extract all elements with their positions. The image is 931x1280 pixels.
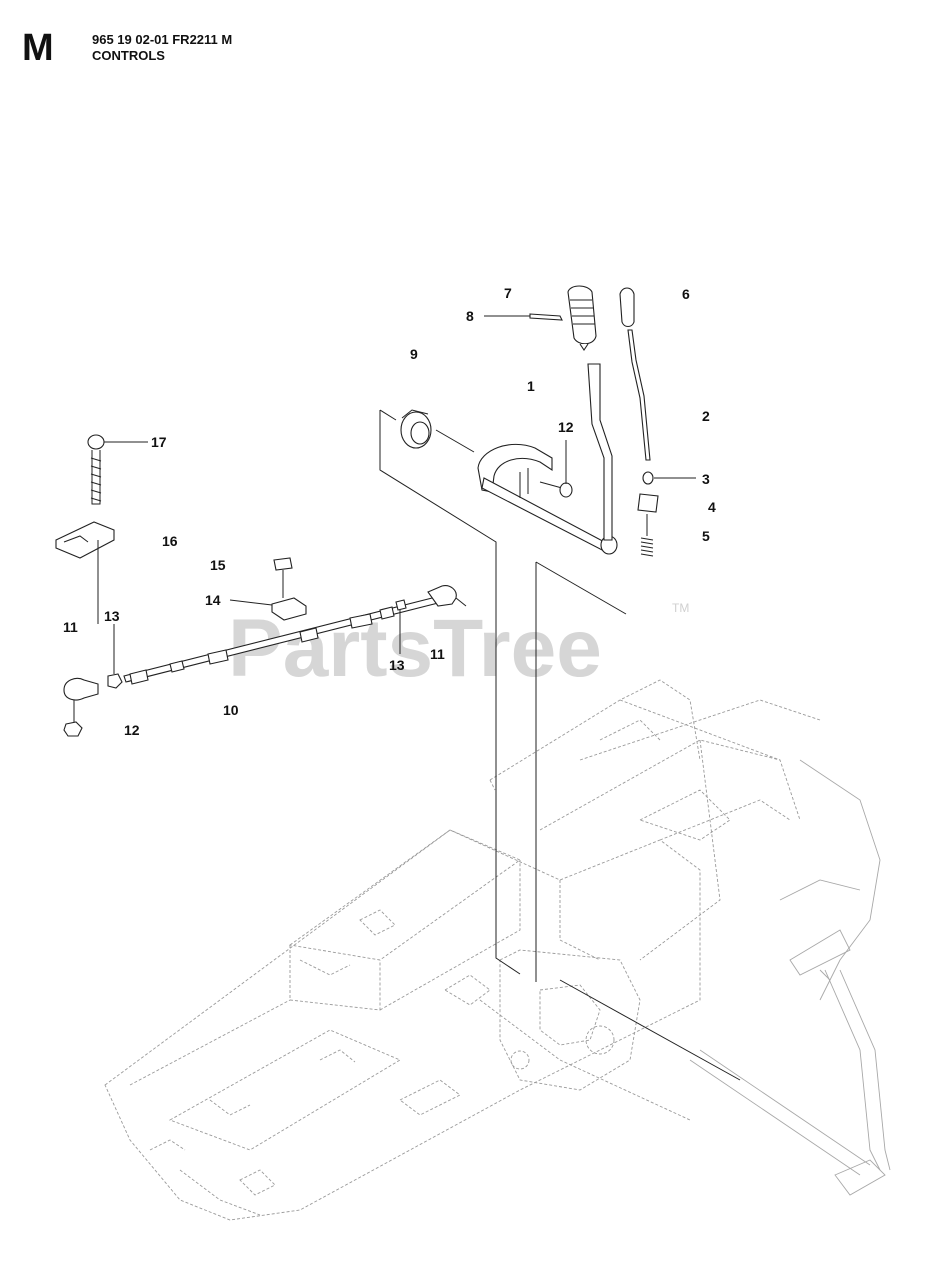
- callout-14: 14: [205, 592, 221, 608]
- model-number: 965 19 02-01 FR2211 M: [92, 32, 233, 47]
- callout-13-left: 13: [104, 608, 120, 624]
- callout-2: 2: [702, 408, 710, 424]
- callout-leaders: [104, 315, 696, 484]
- part-6-knob: [619, 287, 635, 328]
- callout-3: 3: [702, 471, 710, 487]
- diagram-title: CONTROLS: [92, 48, 165, 63]
- callout-11-left: 11: [63, 619, 78, 635]
- part-12-nut: [63, 721, 83, 737]
- callout-7: 7: [504, 285, 512, 301]
- part-14-clamp: [229, 597, 307, 621]
- lever-rod: [587, 363, 613, 541]
- callout-8: 8: [466, 308, 474, 324]
- mower-chassis-outline: [104, 679, 891, 1221]
- part-7-lever-knob: [567, 285, 597, 351]
- part-10-control-rod: [123, 595, 443, 685]
- callout-5: 5: [702, 528, 710, 544]
- part-11-ball-joint-left: [63, 677, 99, 722]
- callout-1: 1: [527, 378, 535, 394]
- callout-10: 10: [223, 702, 239, 718]
- callout-labels: 7 6 8 9 1 2 12 3 17 4 5 16 15 14 11 13 1…: [63, 285, 716, 738]
- part-9-bushing: [400, 409, 432, 449]
- part-17-screw: [87, 434, 105, 505]
- watermark-trademark: TM: [672, 601, 689, 615]
- part-1-shaft-bracket: [477, 443, 618, 555]
- part-11-ball-joint-right: [427, 585, 467, 607]
- part-4-plate: [637, 493, 659, 513]
- callout-11-right: 11: [430, 646, 445, 662]
- part-13-nut-left: [107, 624, 123, 689]
- callout-13-right: 13: [389, 657, 405, 673]
- part-8-pin: [529, 313, 563, 321]
- part-3-clip: [642, 471, 654, 485]
- part-2-lever-rod: [627, 329, 651, 461]
- part-16-bracket: [55, 521, 115, 624]
- callout-4: 4: [708, 499, 716, 515]
- callout-15: 15: [210, 557, 226, 573]
- callout-12-upper: 12: [558, 419, 574, 435]
- callout-9: 9: [410, 346, 418, 362]
- callout-6: 6: [682, 286, 690, 302]
- part-12-bolt: [539, 481, 573, 498]
- section-letter: M: [22, 27, 54, 69]
- callout-16: 16: [162, 533, 178, 549]
- part-15-bolt: [273, 557, 293, 598]
- part-5-spring: [640, 514, 654, 557]
- callout-12-lower: 12: [124, 722, 140, 738]
- part-13-nut-right: [395, 599, 407, 654]
- assembly-lines: [379, 409, 741, 1081]
- callout-17: 17: [151, 434, 167, 450]
